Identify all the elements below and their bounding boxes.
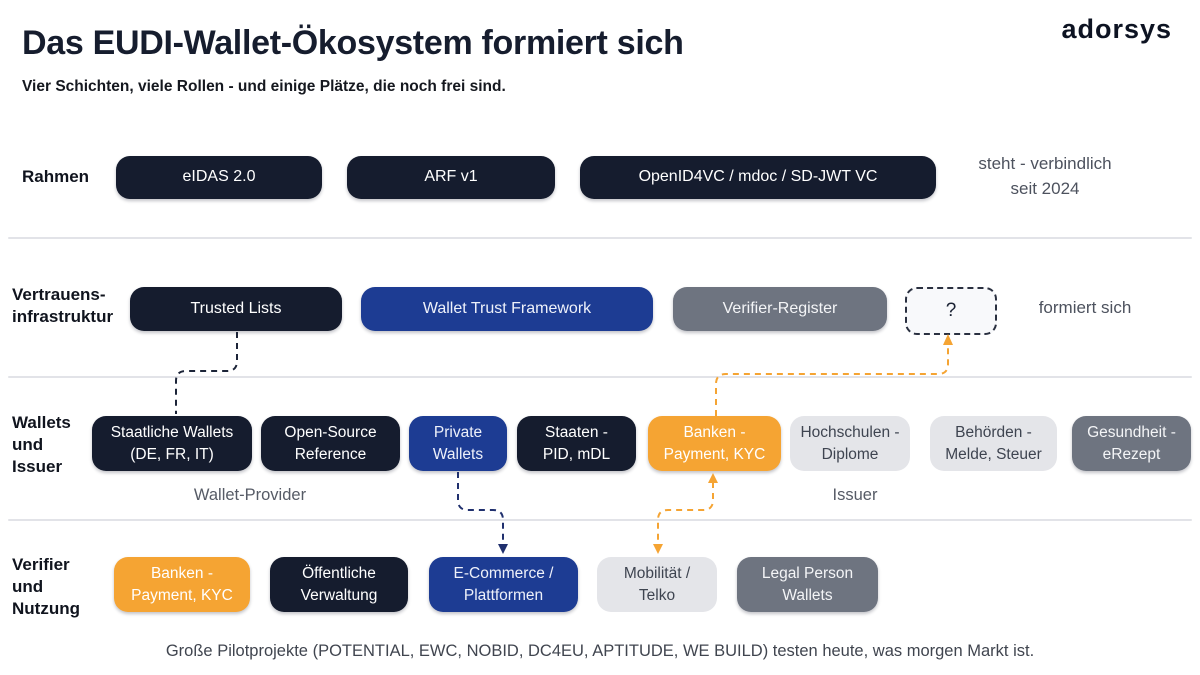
note-rahmen-status: steht - verbindlich seit 2024 — [978, 154, 1112, 198]
note-vertrauen-status: formiert sich — [1038, 298, 1132, 317]
pill-wallet-trust-framework: Wallet Trust Framework — [361, 287, 653, 331]
pill-behoerden-melde-steuer: Behörden - Melde, Steuer — [930, 416, 1057, 471]
pill-mobilitaet-telko: Mobilität / Telko — [597, 557, 717, 612]
layer-label-rahmen: Rahmen — [22, 167, 90, 186]
pill-arf: ARF v1 — [347, 156, 555, 199]
pill-banken-issuer: Banken - Payment, KYC — [648, 416, 781, 471]
pill-ecommerce-plattformen: E-Commerce / Plattformen — [429, 557, 578, 612]
pill-staaten-pid-mdl: Staaten - PID, mDL — [517, 416, 636, 471]
divider-1 — [8, 237, 1192, 239]
pill-banken-verifier: Banken - Payment, KYC — [114, 557, 250, 612]
pill-verifier-register: Verifier-Register — [673, 287, 887, 331]
arrow-private-wallets-to-ecommerce — [457, 472, 508, 554]
pill-open-source-reference: Open-Source Reference — [261, 416, 400, 471]
pill-oeffentliche-verwaltung: Öffentliche Verwaltung — [270, 557, 408, 612]
divider-2 — [8, 376, 1192, 378]
pill-open-slot: ? — [905, 287, 997, 335]
page-subtitle: Vier Schichten, viele Rollen - und einig… — [22, 78, 506, 95]
pill-private-wallets: Private Wallets — [409, 416, 507, 471]
pill-trusted-lists: Trusted Lists — [130, 287, 342, 331]
caption-pilotprojekte: Große Pilotprojekte (POTENTIAL, EWC, NOB… — [165, 642, 1035, 660]
page-title: Das EUDI-Wallet-Ökosystem formiert sich — [22, 24, 684, 62]
divider-3 — [8, 519, 1192, 521]
layer-label-verifier: Verifier und Nutzung — [12, 555, 80, 618]
pill-hochschulen-diplome: Hochschulen - Diplome — [790, 416, 910, 471]
arrow-banken-issuer-to-mobilitaet — [653, 473, 718, 554]
group-label-wallet-provider: Wallet-Provider — [193, 486, 307, 504]
pill-openid4vc: OpenID4VC / mdoc / SD-JWT VC — [580, 156, 936, 199]
pill-staatliche-wallets: Staatliche Wallets (DE, FR, IT) — [92, 416, 252, 471]
pill-eidas: eIDAS 2.0 — [116, 156, 322, 199]
layer-label-vertrauen: Vertrauens- infrastruktur — [12, 285, 114, 326]
adorsys-logo: adorsys — [1061, 14, 1172, 44]
arrow-trusted-lists-to-staatliche-wallets — [175, 332, 238, 414]
layer-label-wallets: Wallets und Issuer — [12, 413, 71, 476]
group-label-issuer: Issuer — [832, 486, 878, 504]
arrow-banken-issuer-to-open-slot — [715, 334, 953, 416]
pill-legal-person-wallets: Legal Person Wallets — [737, 557, 878, 612]
pill-gesundheit-erezept: Gesundheit - eRezept — [1072, 416, 1191, 471]
